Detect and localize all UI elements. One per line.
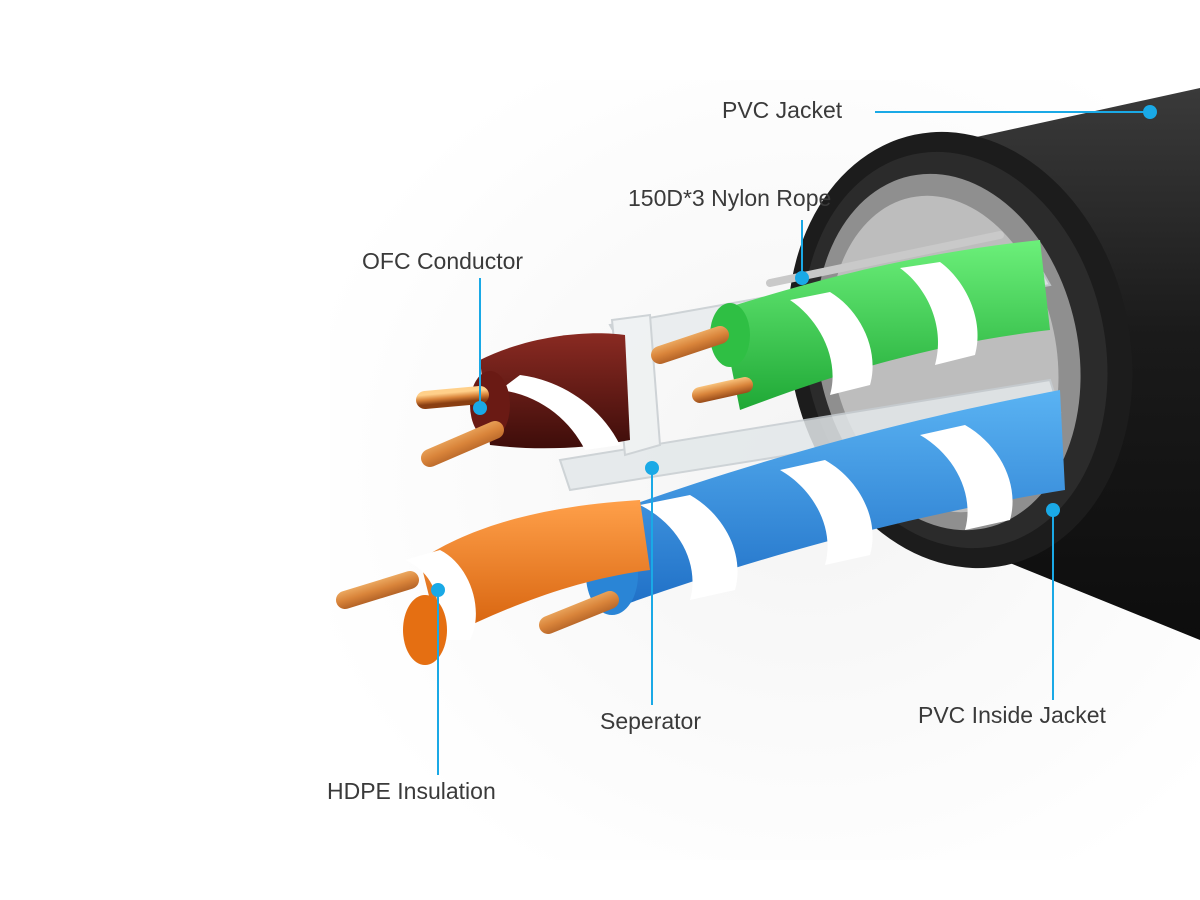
ofc-conductor-label: OFC Conductor bbox=[362, 248, 524, 274]
blue-pair bbox=[539, 390, 1065, 634]
nylon-rope bbox=[766, 231, 1004, 287]
pvc-inside-jacket-dot bbox=[1046, 503, 1060, 517]
hdpe-insulation-label: HDPE Insulation bbox=[327, 778, 496, 804]
orange-pair bbox=[336, 500, 650, 665]
nylon-rope-label: 150D*3 Nylon Rope bbox=[628, 185, 832, 211]
seperator-label: Seperator bbox=[600, 708, 702, 734]
brown-pair bbox=[416, 333, 630, 467]
nylon-rope-dot bbox=[795, 271, 809, 285]
pvc-jacket-dot bbox=[1143, 105, 1157, 119]
ofc-conductor-dot bbox=[473, 401, 487, 415]
pvc-jacket-label: PVC Jacket bbox=[722, 97, 843, 123]
callout-lines bbox=[431, 105, 1157, 775]
green-pair bbox=[651, 240, 1050, 410]
hdpe-insulation-dot bbox=[431, 583, 445, 597]
seperator-dot bbox=[645, 461, 659, 475]
pvc-inside-jacket-label: PVC Inside Jacket bbox=[918, 702, 1106, 728]
